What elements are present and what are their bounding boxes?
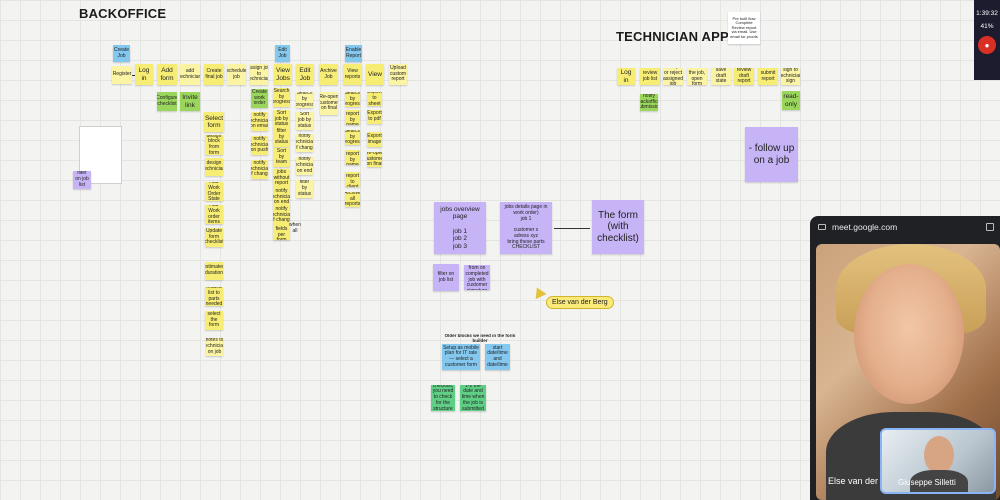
- sticky-notify-technician-email[interactable]: notify technician on email: [251, 112, 268, 131]
- sticky-sign-off[interactable]: sign to technician sign: [781, 68, 800, 85]
- sticky-add-form[interactable]: Add form: [157, 64, 177, 85]
- sticky-jobs-detail[interactable]: jobs details page in work order) job 1 c…: [500, 202, 552, 254]
- sticky-col3-e[interactable]: filter by status: [296, 180, 313, 198]
- sticky-notify-end[interactable]: notify technician on end: [273, 188, 290, 207]
- sticky-estimated-duration[interactable]: estimated duration: [205, 262, 223, 280]
- sticky-purple-small-2[interactable]: report from on completed job with custom…: [464, 265, 490, 290]
- sticky-invite-link[interactable]: Invite link: [180, 92, 200, 111]
- meet-site-icon: [818, 224, 826, 230]
- sticky-the-form[interactable]: The form (with checklist): [592, 200, 644, 254]
- heading-backoffice: BACKOFFICE: [79, 6, 167, 21]
- sticky-blue-date[interactable]: start date/time and date/time: [485, 344, 510, 370]
- sticky-save-draft[interactable]: save draft state: [711, 68, 731, 85]
- sticky-related-parts[interactable]: related list to parts needed: [205, 287, 223, 306]
- record-icon[interactable]: ●: [978, 36, 996, 54]
- sticky-view-reports[interactable]: View reports: [343, 64, 362, 85]
- sticky-re-open[interactable]: Re-open customer on final: [367, 152, 382, 167]
- sticky-filter-status[interactable]: filter by status: [273, 128, 290, 147]
- participant-name-pip: Giuseppe Silletti: [898, 478, 956, 487]
- sticky-schedule-job[interactable]: schedule job: [227, 64, 246, 85]
- sticky-follow-up[interactable]: - follow up on a job: [745, 127, 798, 182]
- sticky-update-form[interactable]: Update form checklist: [205, 228, 223, 247]
- sticky-blue-mobile[interactable]: Setup as mobile plan for IT rate — selec…: [442, 344, 480, 370]
- note-mid: mark as finished when all fields done: [288, 220, 302, 232]
- arrow-connector: [132, 75, 136, 76]
- collaborator-cursor-icon: [531, 284, 547, 300]
- sticky-add-technician[interactable]: add technician: [180, 64, 200, 85]
- sticky-notes-technician[interactable]: notes to technician on job: [206, 338, 223, 356]
- sticky-design-block[interactable]: design block from form: [205, 135, 223, 155]
- sticky-col3-b[interactable]: Sort job by status: [296, 112, 313, 130]
- sticky-review-job-list[interactable]: review job list: [640, 68, 660, 85]
- sticky-view[interactable]: View: [366, 64, 384, 85]
- sticky-col5-e[interactable]: assign report to client: [345, 172, 360, 187]
- battery-indicator: 41%: [980, 23, 994, 30]
- sticky-col5-c[interactable]: Search by progress: [345, 130, 360, 145]
- sticky-sort-team[interactable]: Sort by team: [273, 148, 290, 167]
- sticky-col5-f[interactable]: Archive all reports: [345, 192, 360, 207]
- video-self-view: [880, 428, 996, 494]
- sticky-design-technician[interactable]: design technician: [205, 158, 223, 176]
- sticky-col5-a[interactable]: Search by progress: [345, 92, 360, 107]
- sticky-export-image[interactable]: Export image: [367, 132, 382, 147]
- sticky-green-left[interactable]: Once created the checklist, you need to …: [431, 385, 455, 411]
- heading-technician-app: TECHNICIAN APP: [616, 29, 729, 44]
- sticky-purple-left[interactable]: filter on job list: [73, 171, 91, 189]
- meet-url: meet.google.com: [832, 222, 898, 232]
- sticky-edit-job[interactable]: Edit Job: [275, 45, 290, 62]
- collaborator-cursor-label: Else van der Berg: [546, 296, 614, 309]
- sticky-archive-job[interactable]: Archive Job: [319, 64, 338, 85]
- sticky-col3-d[interactable]: notify technician on end: [296, 157, 313, 175]
- sticky-view-jobs[interactable]: View Jobs: [274, 64, 292, 85]
- note-pre-built[interactable]: Pre built flow Complete Review report vi…: [728, 12, 760, 44]
- sticky-create-work-order[interactable]: Create work order: [251, 89, 268, 108]
- sticky-sort-status[interactable]: Sort job by status: [273, 110, 290, 129]
- sticky-col3-a[interactable]: Search by progress: [296, 92, 313, 108]
- embedded-screenshot[interactable]: [79, 126, 122, 184]
- sticky-configure-checklist[interactable]: Configure checklist: [157, 92, 177, 111]
- clock: 1:39:32: [976, 10, 998, 17]
- sticky-submit-report[interactable]: submit report: [758, 68, 778, 85]
- sticky-notify-technician-push[interactable]: notify technician on push: [251, 136, 268, 155]
- sticky-create-job[interactable]: Create Job: [113, 45, 130, 62]
- sticky-select-form[interactable]: Select form: [204, 112, 224, 132]
- widget-caption: Older blocks we need in the form builder: [444, 334, 516, 342]
- sticky-upload-report[interactable]: Upload custom report: [389, 64, 407, 85]
- open-tab-icon[interactable]: [986, 223, 994, 231]
- sticky-create-final-job[interactable]: Create final job: [204, 64, 224, 85]
- participant-name-main: Else van der Berg: [828, 476, 900, 486]
- sticky-start-job[interactable]: start the job, open form: [687, 68, 707, 85]
- sticky-jobs-overview[interactable]: jobs overview page job 1 job 2 job 3: [434, 202, 486, 254]
- sticky-col5-d[interactable]: find report by name: [345, 150, 360, 165]
- sticky-green-right[interactable]: 1-2 the date and time when the job is su…: [460, 385, 486, 411]
- sticky-register[interactable]: Register: [112, 66, 132, 84]
- sticky-search-progress[interactable]: Search by progress: [273, 88, 290, 107]
- sticky-accept-reject[interactable]: accept or reject assigned job: [663, 68, 683, 85]
- sticky-login[interactable]: Log in: [135, 64, 153, 85]
- sticky-notify-bo[interactable]: notify backoffice submission: [640, 94, 658, 111]
- sticky-export-sheet[interactable]: Export to sheet: [367, 92, 382, 106]
- sticky-add-work-order-state[interactable]: Add Work Order State: [205, 182, 223, 201]
- sticky-enable-report[interactable]: Enable Report: [345, 45, 362, 62]
- sticky-col4-a[interactable]: Re-open customer on final: [320, 92, 338, 115]
- sticky-col3-c[interactable]: notify technician of change: [296, 134, 313, 152]
- sticky-assign-technician[interactable]: assign job to technician: [250, 64, 268, 85]
- sticky-purple-small-1[interactable]: filter on job list: [433, 264, 459, 291]
- sticky-status-fields[interactable]: Status fields per form: [273, 225, 290, 240]
- system-status-bar: 1:39:32 41% ●: [974, 0, 1000, 80]
- sticky-edit-job-2[interactable]: Edit Job: [296, 64, 314, 85]
- arrow-to-form: [554, 228, 590, 229]
- sticky-tech-login[interactable]: Log in: [617, 68, 635, 85]
- sticky-notify-technician-of[interactable]: notify technician of change: [273, 206, 290, 225]
- sticky-export-pdf[interactable]: Export to pdf: [367, 110, 382, 124]
- sticky-jobs-without-report[interactable]: jobs without report: [273, 169, 290, 188]
- sticky-add-work-order-items[interactable]: Add Work order items: [205, 205, 223, 224]
- sticky-col5-b[interactable]: find report by name: [345, 110, 360, 125]
- sticky-notify-change[interactable]: notify technician of change: [251, 160, 268, 179]
- sticky-select-the-form[interactable]: select the form: [205, 311, 223, 330]
- sticky-read-only[interactable]: read-only: [782, 91, 800, 110]
- sticky-review-draft[interactable]: review draft report: [734, 68, 754, 85]
